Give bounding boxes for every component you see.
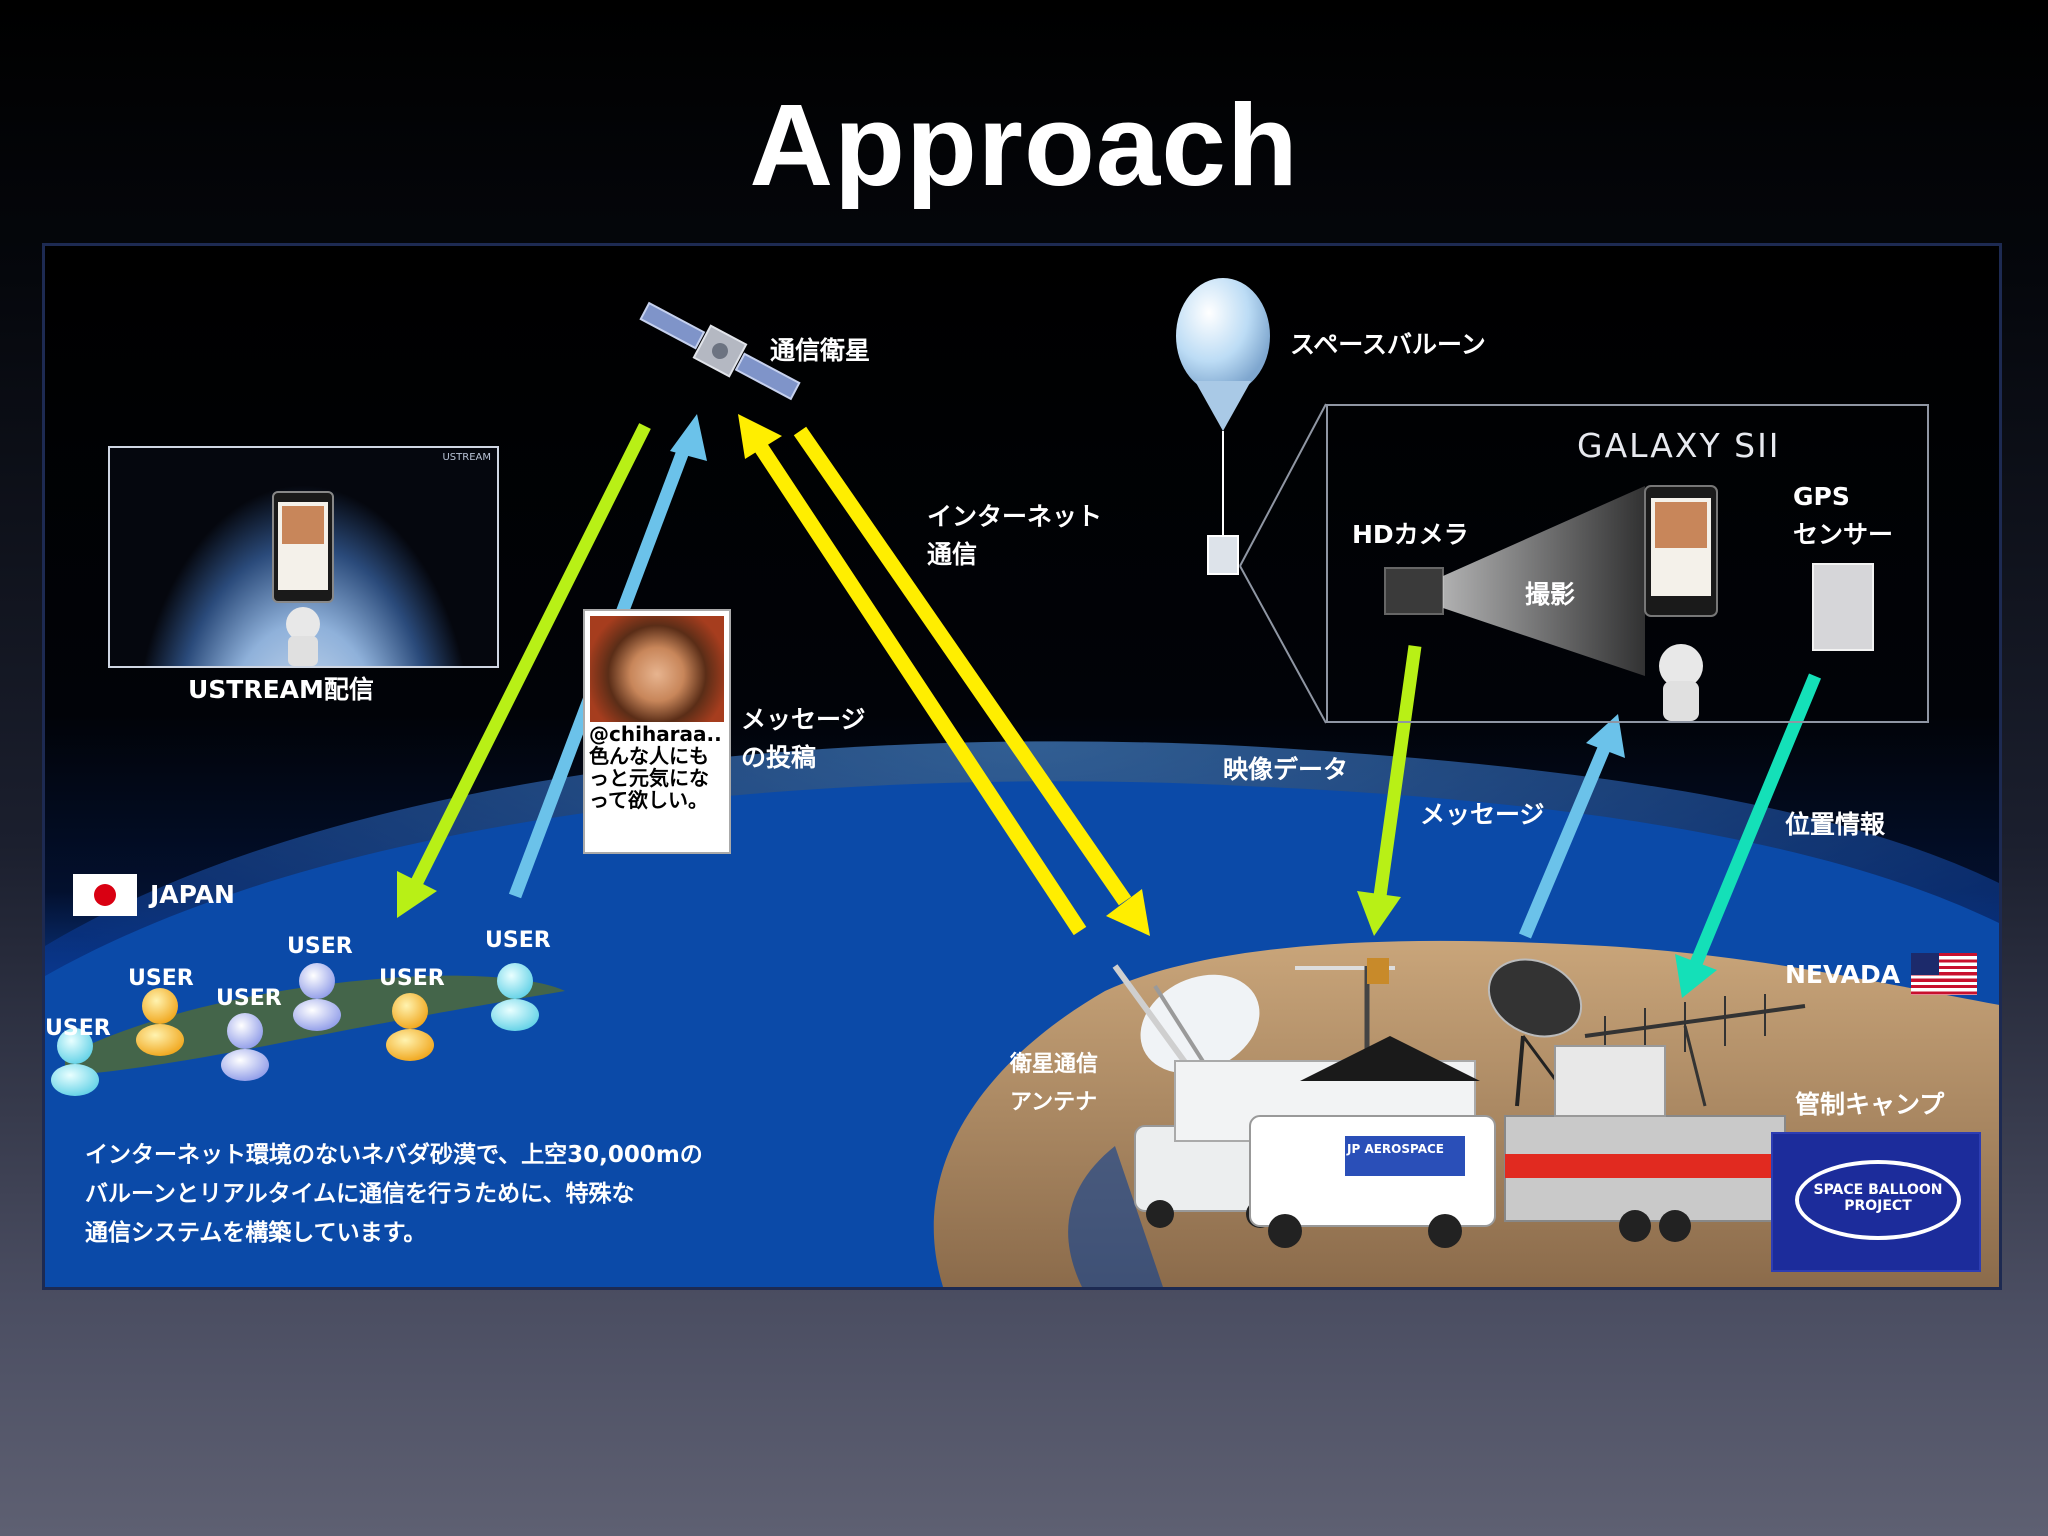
galaxy-detail-box (1326, 404, 1929, 723)
japan-label: JAPAN (150, 880, 235, 909)
gps-sensor-icon (1812, 563, 1874, 651)
shooting-label: 撮影 (1525, 580, 1576, 609)
internet-label: インターネット 通信 (927, 502, 1103, 569)
user-label: USER (216, 986, 282, 1011)
user-label: USER (45, 1016, 111, 1041)
user-label: USER (485, 928, 551, 953)
diagram-graphics (45, 278, 1999, 1287)
message-post-label: メッセージ の投稿 (741, 705, 866, 772)
user-icons (51, 963, 539, 1096)
us-flag-icon (1911, 953, 1977, 995)
phone-icon (1644, 485, 1718, 721)
galaxy-logo: GALAXY SII (1577, 426, 1781, 465)
dish-antenna-icon (1487, 958, 1583, 1107)
japan-flag-icon (73, 874, 137, 916)
tweet-card: @chiharaa.. 色んな人にも っと元気にな って欲しい。 (583, 609, 731, 854)
balloon-label: スペースバルーン (1290, 330, 1486, 359)
vehicles (1134, 1036, 1786, 1248)
user-label: USER (287, 934, 353, 959)
tweet-photo (590, 616, 724, 722)
satellite-icon (639, 301, 801, 401)
camp-label: 管制キャンプ (1795, 1090, 1945, 1119)
van-logo: JP AEROSPACE (1347, 1142, 1444, 1156)
nevada-label: NEVADA (1785, 960, 1901, 989)
description-text: インターネット環境のないネバダ砂漠で、上空30,000mの バルーンとリアルタイ… (85, 1142, 703, 1246)
balloon-icon (1176, 278, 1327, 724)
user-label: USER (379, 966, 445, 991)
arrows (397, 414, 1822, 998)
log-periodic-antenna-icon (1584, 994, 1806, 1107)
slide-title: Approach (749, 80, 1299, 210)
antenna-label: 衛星通信 アンテナ (1010, 1052, 1099, 1115)
message-label: メッセージ (1420, 800, 1545, 829)
ustream-logo: USTREAM (442, 452, 491, 463)
phone-astronaut-icon (272, 491, 334, 666)
diagram: 通信衛星 スペースバルーン インターネット 通信 USTREAM USTREAM… (42, 243, 2002, 1290)
satellite-label: 通信衛星 (770, 336, 871, 365)
hd-camera-icon (1384, 486, 1645, 676)
location-label: 位置情報 (1785, 810, 1886, 839)
video-data-label: 映像データ (1223, 755, 1349, 784)
ustream-label: USTREAM配信 (188, 675, 374, 704)
user-label: USER (128, 966, 194, 991)
space-balloon-project-logo: SPACE BALLOON PROJECT (1771, 1132, 1981, 1272)
hd-camera-label: HDカメラ (1352, 520, 1469, 549)
gps-label: GPS センサー (1793, 482, 1894, 549)
ustream-screenshot: USTREAM (108, 446, 499, 668)
tweet-text: @chiharaa.. 色んな人にも っと元気にな って欲しい。 (589, 722, 722, 812)
logo-line-2: PROJECT (1844, 1198, 1912, 1214)
logo-line-1: SPACE BALLOON (1813, 1182, 1943, 1198)
